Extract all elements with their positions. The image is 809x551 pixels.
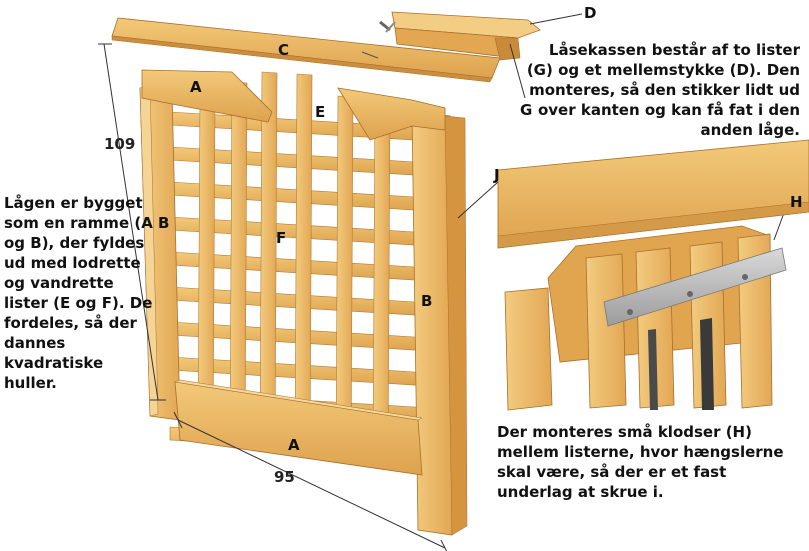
label-g: G [520,101,532,119]
caption-lock-box: Låsekassen består af to lister (G) og et… [526,41,800,139]
gate-main [139,69,468,536]
vertical-slats-e [197,71,391,466]
label-e: E [315,103,325,121]
detail-view [497,139,809,411]
label-d: D [584,4,596,22]
lock-box-dg [379,11,541,61]
hinge-plate-h [603,247,787,327]
label-j: J [493,166,500,184]
dimension-width [173,411,448,551]
caption-gate-frame: Lågen er bygget som en ramme (A og B), d… [4,194,153,392]
label-a-bottom: A [288,436,300,454]
label-a-top: A [190,78,202,96]
label-b-left: B [158,214,169,232]
label-h: H [790,193,803,211]
dimension-height [98,43,166,401]
caption-hinge-blocks: Der monteres små klodser (H) mellem list… [497,423,784,501]
label-b-right: B [421,292,432,310]
dimension-width-label: 95 [274,468,295,486]
rail-a-top-right [337,87,446,141]
rail-a-top [141,69,273,123]
top-board-c [111,17,501,83]
label-f: F [276,229,286,247]
label-c: C [278,41,289,59]
dimension-height-label: 109 [104,135,135,153]
